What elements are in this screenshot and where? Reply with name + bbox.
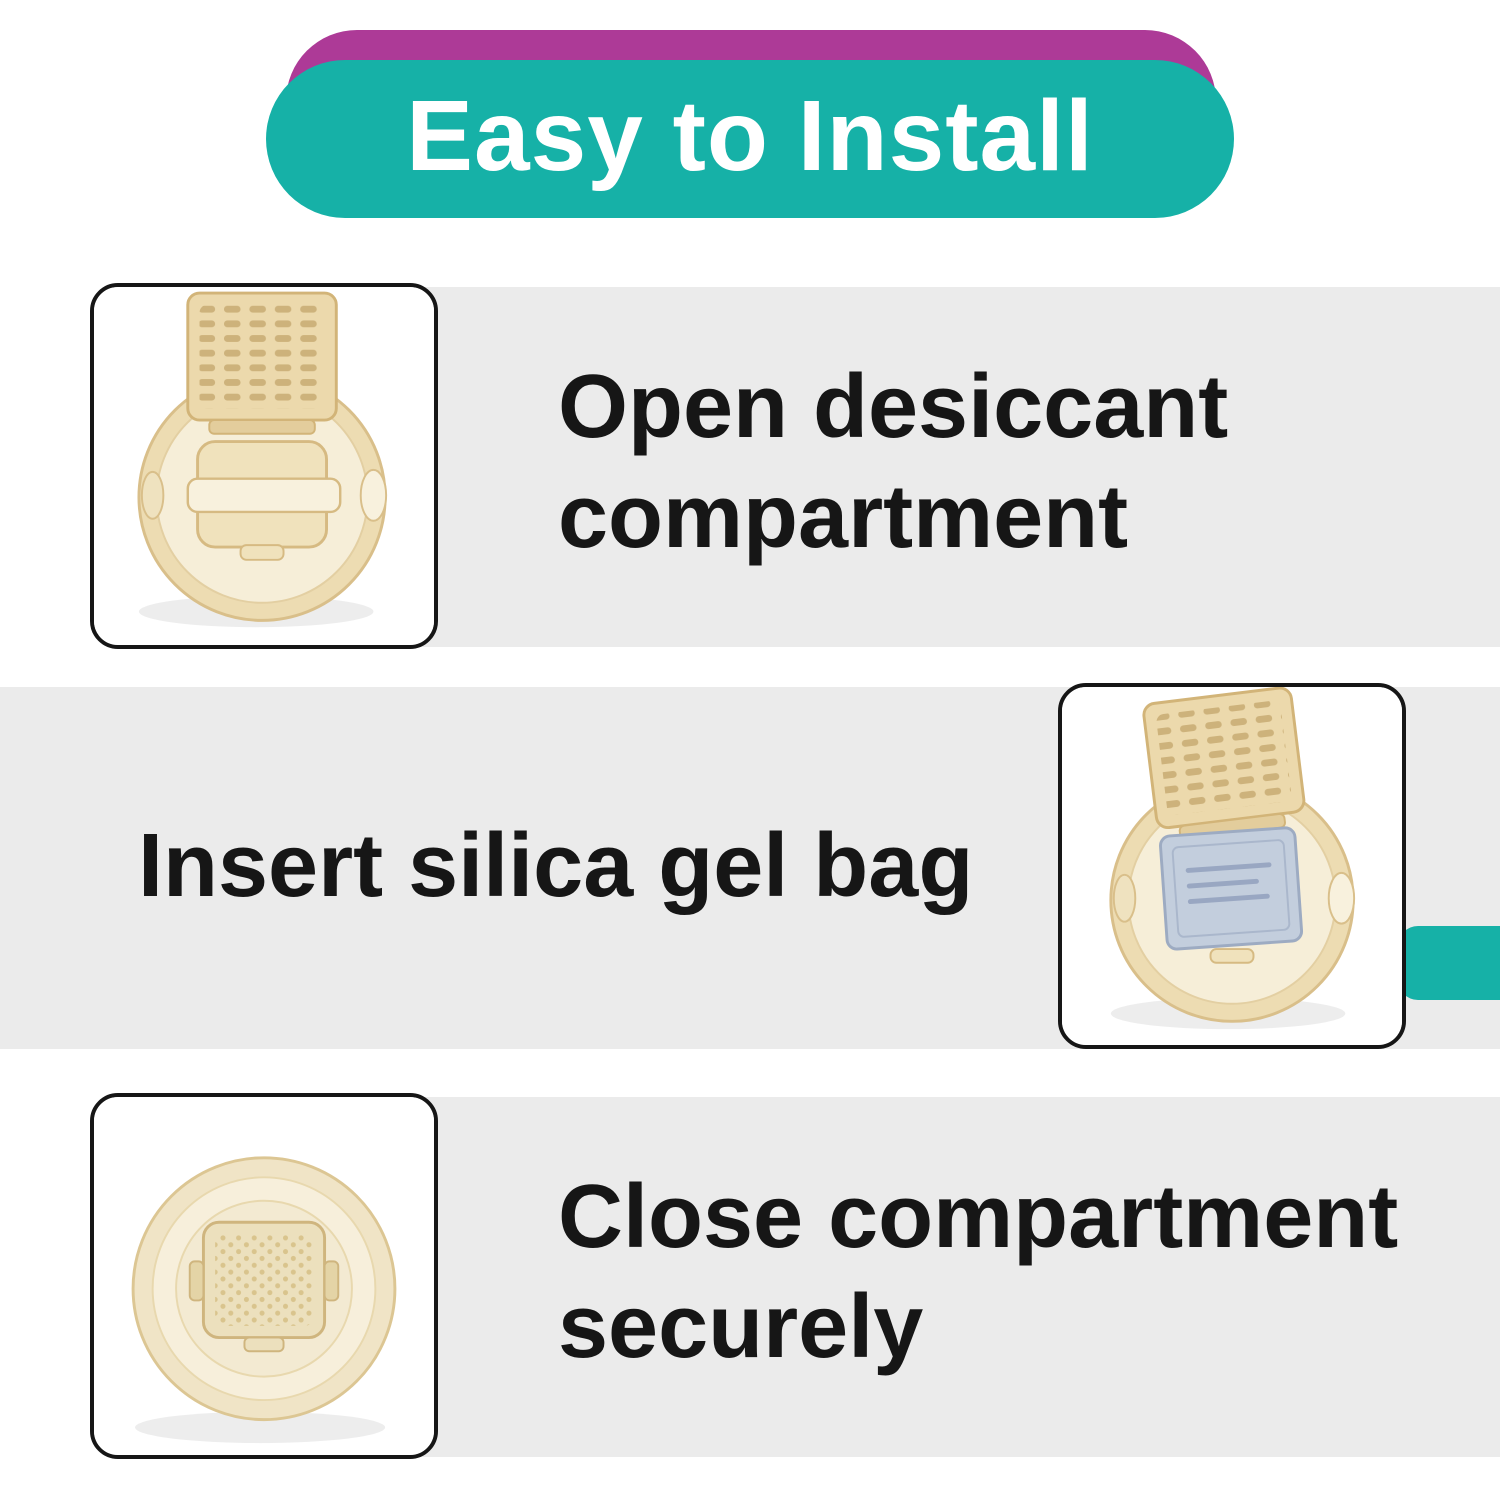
title-pill: Easy to Install xyxy=(266,60,1234,218)
step2-photo-card xyxy=(1058,683,1406,1049)
lid-open-silica-bag-photo xyxy=(1062,687,1402,1045)
page-title: Easy to Install xyxy=(406,79,1094,192)
lid-closed-photo xyxy=(94,1097,434,1455)
step1-photo-card xyxy=(90,283,438,649)
step3-label: Close compartment securely xyxy=(558,1167,1399,1377)
silica-gel-bag xyxy=(1159,826,1304,951)
closed-flap xyxy=(188,1220,340,1353)
open-flap xyxy=(186,291,338,435)
lid-open-empty-photo xyxy=(94,287,434,645)
step1-label: Open desiccant compartment xyxy=(558,357,1229,567)
desiccant-compartment xyxy=(186,440,342,561)
step3-photo-card xyxy=(90,1093,438,1459)
teal-accent-tab xyxy=(1398,926,1500,1000)
step2-label: Insert silica gel bag xyxy=(138,816,974,916)
open-flap xyxy=(1142,687,1306,841)
